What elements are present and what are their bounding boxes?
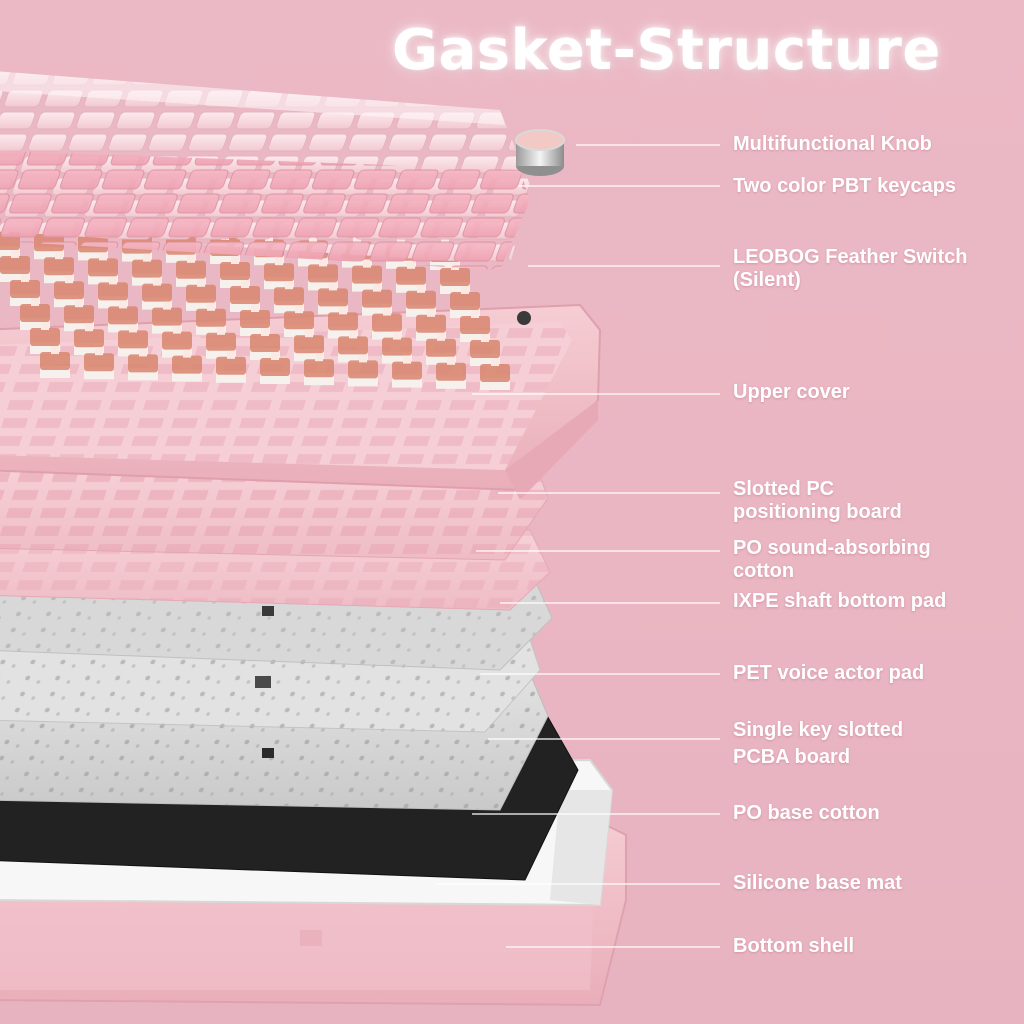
keycaps-layer <box>0 71 530 270</box>
label-line: PO base cotton <box>733 802 880 824</box>
label-ixpe-shaft-bottom-pad: IXPE shaft bottom pad <box>733 590 946 613</box>
label-single-key-slotted-pcba-board: Single key slotted PCBA board <box>733 717 903 771</box>
label-line: PO sound-absorbing <box>733 537 931 559</box>
label-line: PET voice actor pad <box>733 662 925 684</box>
switch-icon <box>260 352 290 384</box>
label-pet-voice-actor-pad: PET voice actor pad <box>733 662 924 685</box>
knob-icon <box>515 129 565 176</box>
switch-icon <box>84 347 114 380</box>
label-line: (Silent) <box>733 269 801 291</box>
label-upper-cover: Upper cover <box>733 381 850 404</box>
label-line: IXPE shaft bottom pad <box>733 590 947 612</box>
switch-icon <box>40 346 70 378</box>
switch-icon <box>54 275 84 308</box>
switch-icon <box>44 251 74 284</box>
label-line: LEOBOG Feather Switch <box>733 246 968 268</box>
label-line: PCBA board <box>733 746 851 768</box>
label-line: cotton <box>733 560 795 582</box>
switch-icon <box>470 334 500 366</box>
switch-icon <box>436 356 466 389</box>
label-line: Two color PBT keycaps <box>733 175 957 197</box>
switch-icon <box>128 348 158 381</box>
label-leobog-feather-switch: LEOBOG Feather Switch (Silent) <box>733 246 967 292</box>
switch-icon <box>172 349 202 382</box>
switch-icon <box>304 353 334 386</box>
label-two-color-pbt-keycaps: Two color PBT keycaps <box>733 175 956 198</box>
label-line: Bottom shell <box>733 935 855 957</box>
label-line: Upper cover <box>733 381 850 403</box>
switch-icon <box>132 253 162 286</box>
label-line: positioning board <box>733 501 902 523</box>
label-slotted-pc-positioning-board: Slotted PC positioning board <box>733 478 902 524</box>
switch-icon <box>176 254 206 287</box>
switch-icon <box>352 259 382 292</box>
switch-icon <box>426 332 456 365</box>
label-silicone-base-mat: Silicone base mat <box>733 872 902 895</box>
label-po-base-cotton: PO base cotton <box>733 802 880 825</box>
label-multifunctional-knob: Multifunctional Knob <box>733 133 932 156</box>
switch-icon <box>348 354 378 387</box>
switch-icon <box>480 358 510 390</box>
label-line: Slotted PC <box>733 478 835 500</box>
leader-lines <box>436 144 720 948</box>
diagram-title: Gasket-Structure <box>392 18 941 83</box>
switch-icon <box>216 350 246 383</box>
label-po-sound-absorbing-cotton: PO sound-absorbing cotton <box>733 537 931 583</box>
label-line: Silicone base mat <box>733 872 902 894</box>
switch-icon <box>392 355 422 388</box>
label-line: Multifunctional Knob <box>733 133 932 155</box>
label-line: Single key slotted <box>733 719 904 741</box>
label-bottom-shell: Bottom shell <box>733 935 854 958</box>
